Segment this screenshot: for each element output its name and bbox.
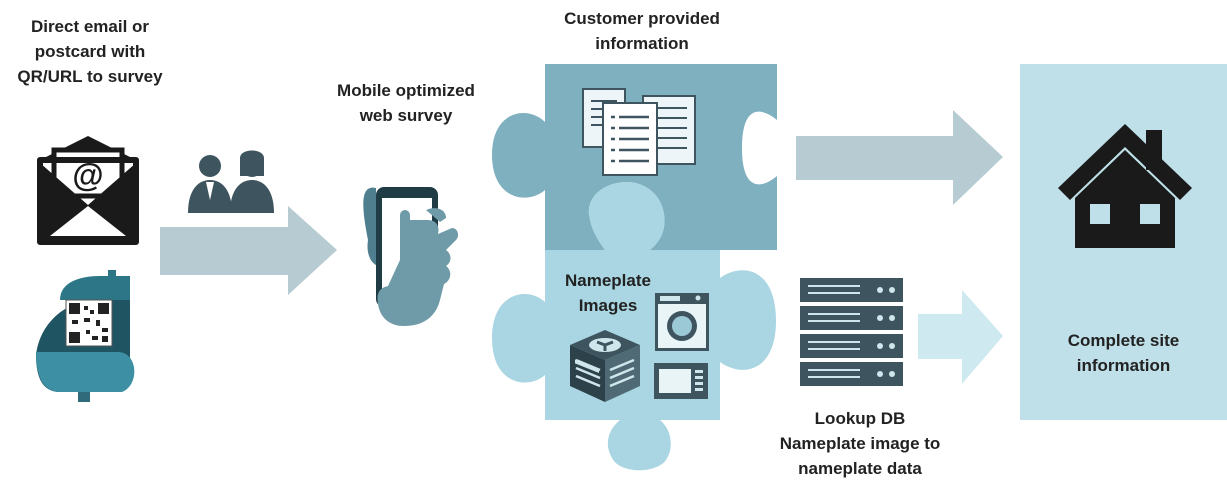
nameplate-line-2: Images [578, 296, 638, 315]
mailbox-qr-icon [36, 270, 135, 402]
email-icon: @ [37, 136, 139, 245]
customer-info-line-2: information [595, 34, 689, 53]
customer-info-label: Customer provided information [532, 6, 752, 56]
nameplate-line-1: Nameplate [565, 271, 651, 290]
washer-icon [655, 293, 709, 351]
server-rack-icon [800, 278, 903, 386]
documents-icon [582, 88, 696, 176]
complete-site-label: Complete site information [1020, 328, 1227, 378]
outreach-label: Direct email or postcard with QR/URL to … [0, 14, 180, 89]
arrow-outreach-to-survey [160, 206, 337, 295]
microwave-icon [654, 363, 708, 399]
complete-site-line-1: Complete site [1067, 331, 1180, 350]
ac-unit-icon [570, 330, 640, 402]
lookup-db-line-3: nameplate data [798, 459, 922, 478]
nameplate-label: Nameplate Images [548, 268, 668, 318]
lookup-db-line-2: Nameplate image to [779, 434, 941, 453]
survey-line-1: Mobile optimized [337, 81, 475, 100]
phone-hand-icon [363, 187, 459, 326]
arrow-customer-to-result [796, 110, 1003, 205]
lookup-db-label: Lookup DB Nameplate image to nameplate d… [750, 406, 970, 481]
customer-info-line-1: Customer provided [564, 9, 720, 28]
outreach-line-3: QR/URL to survey [17, 67, 163, 86]
house-icon [1058, 124, 1192, 248]
outreach-line-2: postcard with [34, 42, 146, 61]
outreach-line-1: Direct email or [30, 17, 150, 36]
lookup-db-line-1: Lookup DB [814, 409, 906, 428]
survey-label: Mobile optimized web survey [316, 78, 496, 128]
people-icon [188, 150, 274, 213]
arrow-lookup-to-result [918, 290, 1003, 384]
complete-site-line-2: information [1076, 356, 1171, 375]
survey-line-2: web survey [359, 106, 453, 125]
